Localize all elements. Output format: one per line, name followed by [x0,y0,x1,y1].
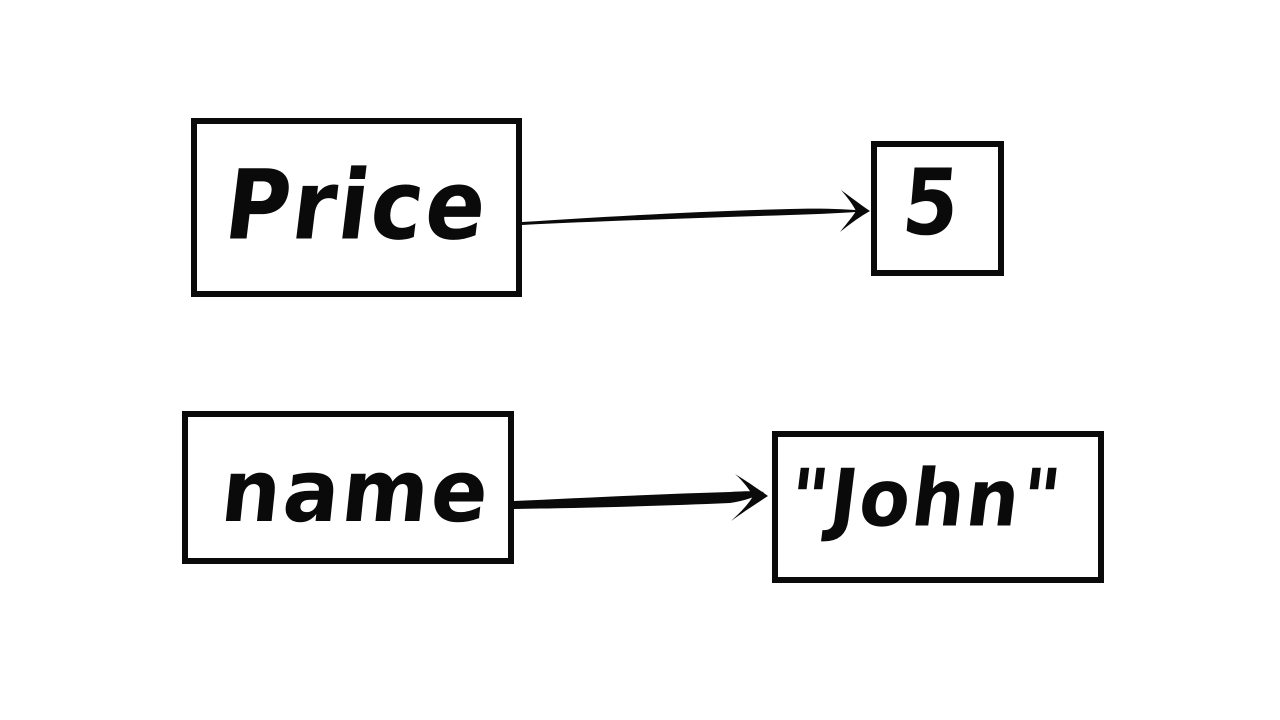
value-label-john: "John" [784,451,1068,545]
key-box-price [191,118,522,297]
arrow-name-to-john [514,474,768,521]
key-label-name: name [216,441,496,542]
value-label-5: 5 [898,149,966,256]
value-box-john [772,431,1104,583]
value-box-5 [871,141,1004,276]
key-box-name [182,411,514,564]
arrow-price-to-5 [522,190,870,232]
key-label-price: Price [219,150,496,262]
